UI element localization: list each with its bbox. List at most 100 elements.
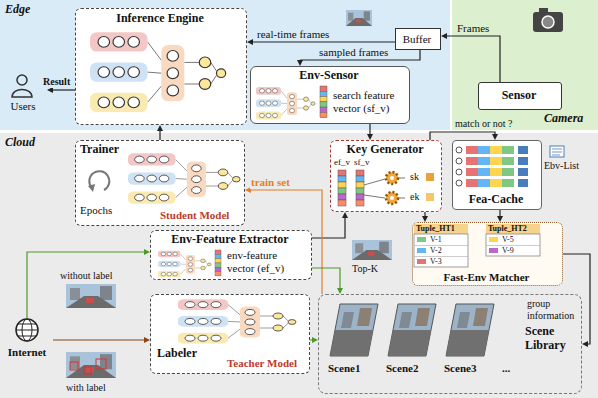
table-cell bbox=[417, 248, 426, 253]
edge-label: train set bbox=[250, 176, 291, 189]
arrow-head bbox=[582, 341, 588, 347]
label-box bbox=[70, 362, 78, 370]
box-fill bbox=[412, 222, 563, 286]
node-label: env-feature vector (ef_v) bbox=[227, 249, 307, 274]
camera-icon bbox=[533, 12, 563, 32]
connector-line bbox=[499, 210, 500, 216]
text-slot: Sensor bbox=[479, 89, 559, 103]
key-generator-box: Key Generator bbox=[330, 140, 442, 212]
env-sensor-box: Env-Sensorsearch feature vector (sf_v) bbox=[250, 66, 410, 124]
cache-row bbox=[456, 157, 528, 165]
scene-image bbox=[330, 304, 378, 356]
key-bar bbox=[426, 173, 434, 181]
box-fill bbox=[395, 28, 441, 50]
text-slot: Tuple_HT2 bbox=[488, 224, 527, 233]
node-label: search feature vector (sf_v) bbox=[333, 89, 405, 114]
network-icon bbox=[90, 32, 226, 112]
scene-image bbox=[388, 304, 436, 356]
arrow-head bbox=[441, 33, 447, 39]
annotation-label: ek bbox=[410, 191, 419, 203]
annotation-label: V-5 bbox=[502, 235, 514, 244]
table-cell bbox=[489, 237, 498, 242]
node-label: Sensor bbox=[479, 89, 559, 103]
unlabeled-image bbox=[66, 284, 116, 308]
text-slot: Result bbox=[42, 76, 71, 88]
connector bbox=[430, 132, 498, 140]
text-slot: Buffer bbox=[396, 33, 438, 46]
connector-line bbox=[53, 89, 75, 90]
text-slot: Labeler bbox=[157, 347, 197, 361]
text-slot: with label bbox=[66, 382, 106, 394]
text-slot: without label bbox=[60, 270, 113, 282]
annotation-label: Tuple_HT1 bbox=[416, 224, 455, 233]
node-label: Key Generator bbox=[331, 143, 439, 157]
connector bbox=[312, 268, 343, 294]
text-slot: search feature vector (sf_v) bbox=[333, 89, 405, 114]
annotation-label: sk bbox=[410, 171, 419, 183]
text-slot: Cloud bbox=[5, 136, 35, 150]
annotation-label: ef_v bbox=[334, 157, 350, 167]
text-slot: Fast-Env Matcher bbox=[413, 271, 560, 284]
buffer-box: Buffer bbox=[395, 28, 441, 50]
box-fill bbox=[452, 0, 598, 130]
hash-table bbox=[486, 234, 540, 256]
box-fill bbox=[250, 66, 410, 124]
node-label: Users bbox=[2, 100, 44, 113]
annotation-label: Scene2 bbox=[386, 362, 418, 375]
connector-line bbox=[253, 41, 395, 42]
box-fill bbox=[150, 294, 310, 374]
network-icon bbox=[158, 251, 211, 278]
edge-label: Frames bbox=[456, 22, 490, 35]
annotation-label: ... bbox=[502, 362, 510, 375]
text-slot: train set bbox=[250, 176, 291, 189]
hash-table bbox=[414, 234, 468, 267]
node-label: Edge bbox=[5, 3, 30, 17]
node-label: Buffer bbox=[396, 33, 438, 46]
text-slot: Student Model bbox=[160, 209, 229, 222]
gear-icon bbox=[386, 172, 398, 184]
connector bbox=[47, 87, 75, 93]
text-slot: sk bbox=[410, 171, 419, 183]
text-slot: match or not ? bbox=[454, 118, 513, 130]
text-slot: Fea-Cache bbox=[453, 193, 539, 207]
box-fill bbox=[452, 140, 542, 210]
label-box bbox=[84, 367, 91, 374]
arrow-head bbox=[157, 125, 163, 131]
text-slot: ... bbox=[502, 362, 510, 375]
cache-row bbox=[456, 179, 528, 187]
edge-label: group information bbox=[526, 298, 578, 321]
annotation-label: Tuple_HT2 bbox=[488, 224, 527, 233]
text-slot: Teacher Model bbox=[227, 357, 297, 370]
trainer-box: TrainerEpochs Student Model bbox=[75, 140, 245, 226]
annotation-label: with label bbox=[66, 382, 106, 394]
text-slot: ef_v bbox=[334, 157, 350, 167]
text-slot: Frames bbox=[456, 22, 490, 35]
text-slot: env-feature vector (ef_v) bbox=[227, 249, 307, 274]
network-icon bbox=[256, 87, 315, 120]
annotation-label: Scene1 bbox=[328, 362, 360, 375]
connector bbox=[497, 210, 503, 222]
text-slot: V-1 bbox=[430, 235, 442, 244]
connector bbox=[367, 124, 373, 140]
frame-thumbnail bbox=[346, 10, 372, 26]
text-slot: Epochs bbox=[80, 204, 112, 217]
node-label: Inference Engine bbox=[76, 12, 244, 26]
vector-icon bbox=[356, 170, 364, 206]
connector bbox=[157, 125, 163, 140]
text-slot: ek bbox=[410, 191, 419, 203]
label-box bbox=[96, 359, 106, 369]
globe-icon bbox=[16, 324, 38, 336]
box-fill bbox=[75, 8, 247, 125]
text-slot: V-2 bbox=[430, 246, 442, 255]
text-slot: Trainer bbox=[80, 143, 119, 157]
users-box: Users bbox=[2, 72, 47, 116]
text-slot: Scene2 bbox=[386, 362, 418, 375]
network-icon bbox=[178, 299, 296, 343]
text-slot: Inference Engine bbox=[76, 12, 244, 26]
text-slot: Key Generator bbox=[331, 143, 439, 157]
cache-row bbox=[456, 168, 528, 176]
text-slot: sampled frames bbox=[318, 46, 389, 59]
node-label: Camera bbox=[544, 112, 583, 126]
text-slot: Internet bbox=[4, 346, 50, 359]
text-slot: Tuple_HT1 bbox=[416, 224, 455, 233]
